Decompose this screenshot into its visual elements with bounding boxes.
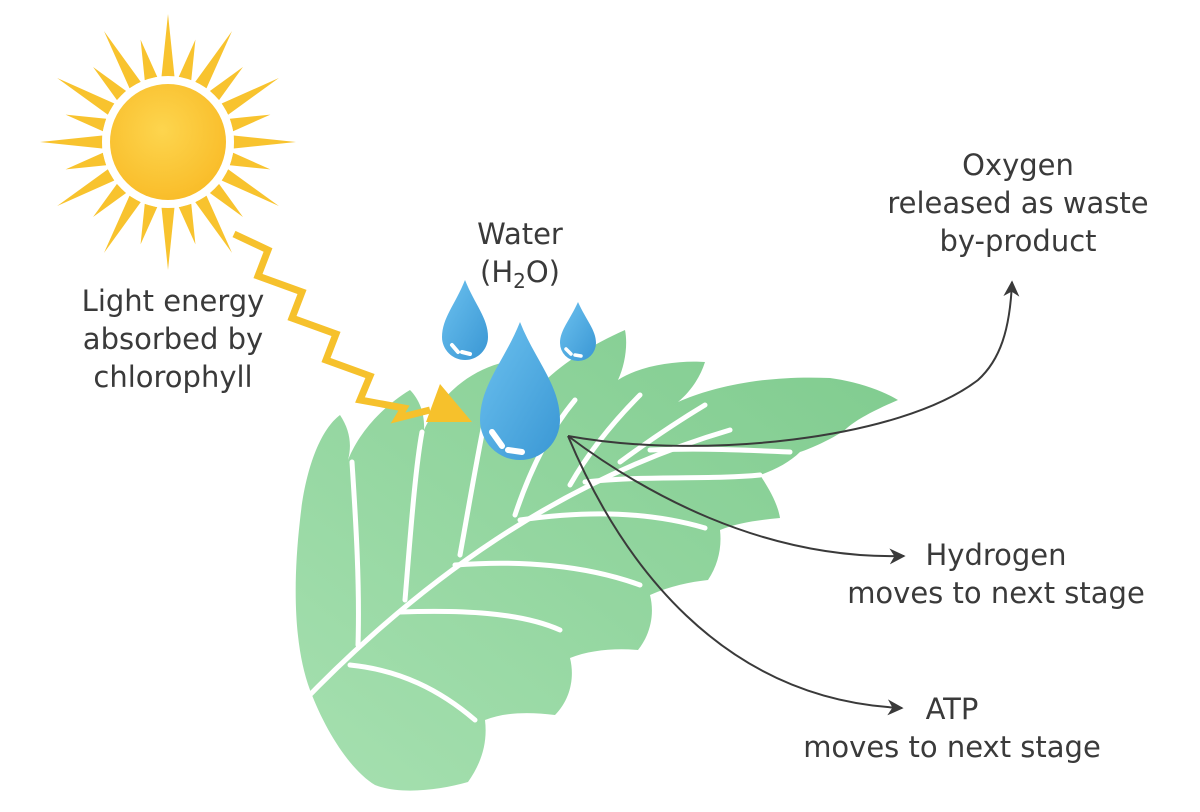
leaf-vein [567,392,643,488]
light-label-line: Light energy [81,284,265,318]
sun-ray [229,114,271,132]
sun-ray [140,203,158,245]
leaf-vein [347,662,478,723]
leaf-vein [647,446,793,455]
atp-label: ATP moves to next stage [790,690,1114,766]
sun-ray [209,183,243,217]
leaf-midrib [297,427,733,708]
sun-ray [195,195,232,253]
sun-ray [229,152,271,170]
water-label: Water (H2O) [455,215,585,291]
leaf-veins [297,392,793,723]
leaf-vein [617,402,708,465]
sun-ray [40,135,103,149]
water-drop-small-left [442,280,488,360]
light-label-line: chlorophyll [93,360,253,394]
leaf-vein [452,560,643,588]
oxygen-arrow [567,280,1020,447]
sun-ray [104,31,141,89]
leaf-vein [349,459,361,648]
sun-ray [221,169,279,206]
sun-ray [104,195,141,253]
sun-ray [65,152,107,170]
water-drop-small-right [560,302,596,361]
sun-ray [178,39,196,81]
water-drop-icon [442,280,596,460]
atp-label-line: moves to next stage [803,730,1101,764]
sun-ray [161,14,175,77]
light-label-line: absorbed by [82,322,264,356]
sun-ray [161,207,175,270]
oxygen-label-line: Oxygen [962,148,1074,182]
leaf-vein [402,429,425,603]
oxygen-label-line: released as waste [887,186,1149,220]
sun-ray [178,203,196,245]
water-formula: (H2O) [480,255,560,293]
sun-rays [40,14,296,270]
leaf-vein [397,608,563,633]
sun-ray [57,169,115,206]
atp-arrow [567,435,904,716]
light-energy-label: Light energy absorbed by chlorophyll [58,282,288,396]
water-drop-large [480,322,560,460]
oxygen-label: Oxygen released as waste by-product [868,146,1168,260]
sun-ray [93,67,127,101]
hydrogen-label-line: moves to next stage [847,576,1145,610]
sun-ray [209,67,243,101]
leaf-vein [517,511,708,531]
water-label-line: Water [477,217,563,251]
sun-ray [195,31,232,89]
sun-core [110,84,226,200]
leaf-blade [295,330,898,791]
atp-label-line: ATP [925,692,979,726]
hydrogen-label-line: Hydrogen [925,538,1067,572]
output-arrows [567,280,1020,716]
sun-ray [221,78,279,115]
hydrogen-arrow [567,435,906,565]
sun-ray [93,183,127,217]
leaf-vein [582,472,763,485]
sun-icon [40,14,296,270]
oxygen-label-line: by-product [939,224,1097,258]
sun-ray [140,39,158,81]
sun-ray [57,78,115,115]
sun-ray [65,114,107,132]
hydrogen-label: Hydrogen moves to next stage [838,536,1154,612]
sun-ray [233,135,296,149]
leaf-icon [295,330,898,791]
light-energy-arrow [232,230,472,424]
